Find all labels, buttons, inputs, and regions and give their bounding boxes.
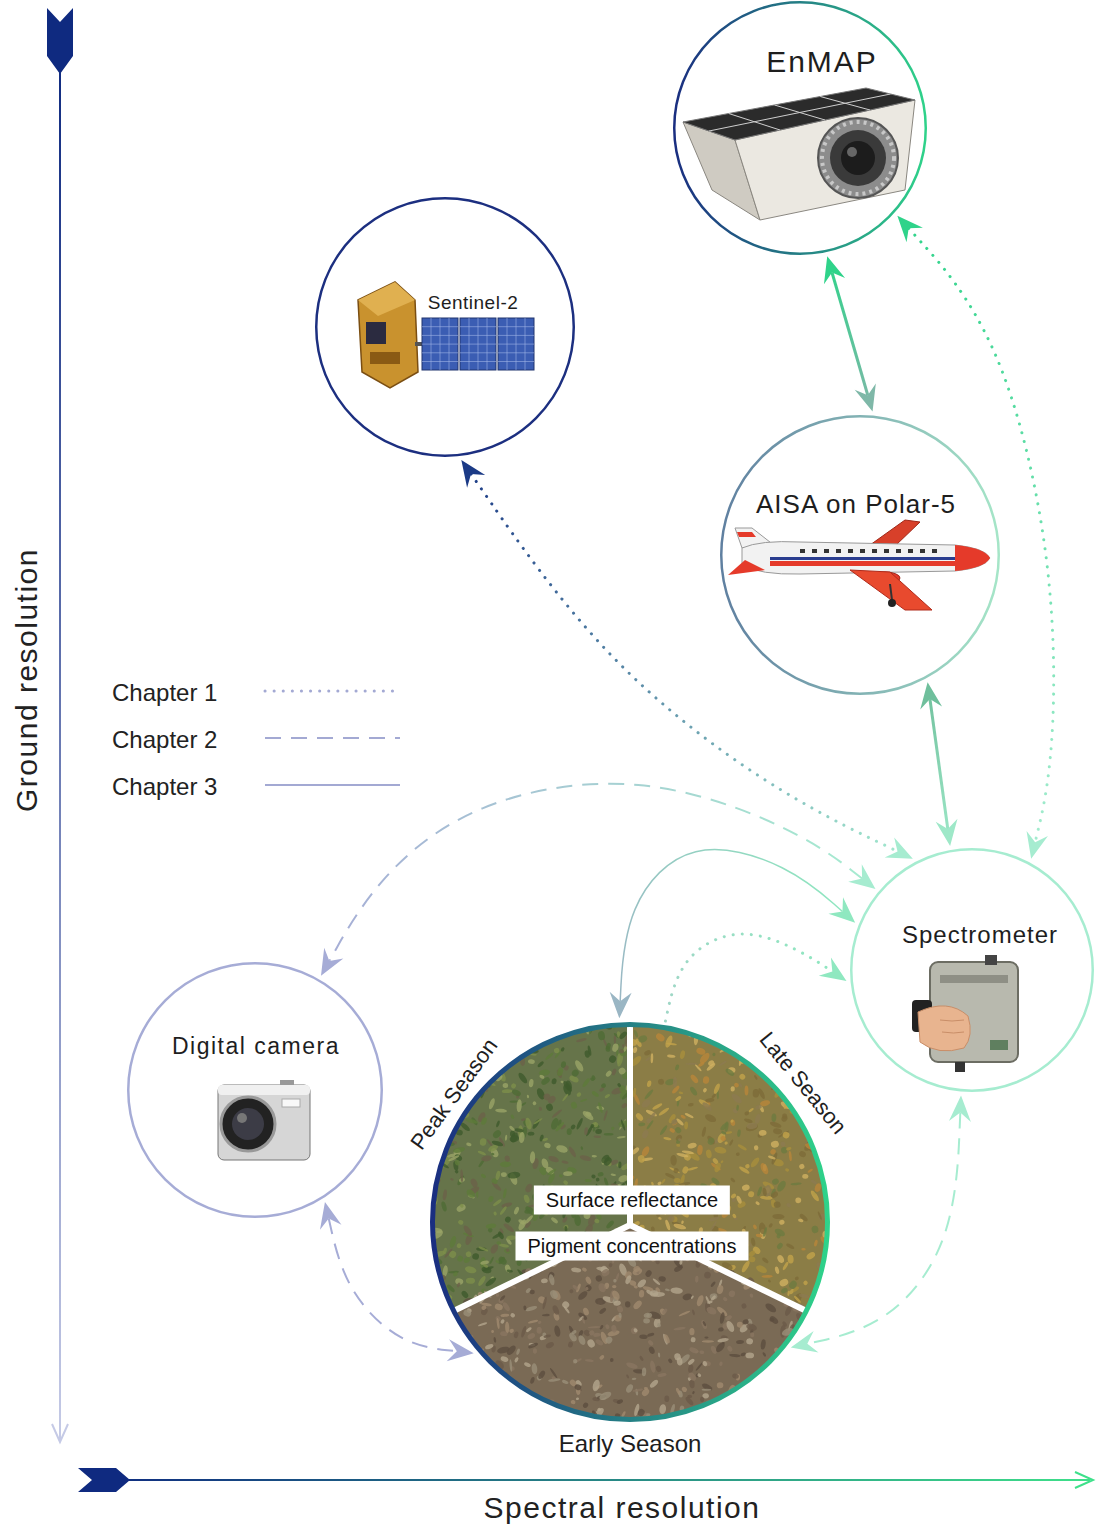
arrowhead	[949, 1096, 971, 1122]
axis-label: Ground resolution	[10, 548, 45, 812]
node-title: Spectrometer	[902, 921, 1058, 949]
node-title: AISA on Polar-5	[756, 490, 956, 520]
connector	[321, 784, 875, 976]
horizontal-axis	[95, 1479, 1090, 1481]
legend-label: Chapter 1	[112, 679, 217, 707]
connector	[610, 850, 856, 1019]
connector	[824, 256, 876, 411]
site-photo	[424, 1017, 832, 1425]
vertical-axis	[59, 50, 61, 1440]
node-outline	[720, 415, 1000, 695]
result-box: Surface reflectance	[534, 1186, 730, 1215]
connector-line	[665, 934, 832, 1021]
instrument-node: Spectrometer	[850, 848, 1094, 1092]
arrowhead	[819, 957, 847, 981]
node-title: Digital camera	[172, 1033, 340, 1059]
connector	[920, 682, 957, 846]
axis-chevron	[78, 1468, 130, 1492]
arrowhead	[610, 992, 632, 1019]
season-label: Early Season	[559, 1430, 702, 1458]
legend-sample	[265, 690, 400, 693]
arrowhead	[885, 838, 913, 859]
legend-sample	[265, 784, 400, 786]
arrowhead	[824, 256, 845, 284]
arrowhead	[920, 682, 942, 709]
node-outline	[850, 848, 1094, 1092]
node-title: Sentinel-2	[428, 292, 519, 314]
camera-node: Digital camera	[127, 962, 383, 1218]
connector-line	[329, 784, 862, 961]
arrowhead	[855, 384, 876, 412]
node-outline	[430, 1022, 830, 1422]
node-outline	[127, 962, 383, 1218]
node-outline	[673, 1, 927, 255]
satellite-node: Sentinel-2	[315, 197, 575, 457]
study-site-node: Peak SeasonLate SeasonEarly SeasonSurfac…	[430, 1022, 830, 1422]
arrowhead	[321, 948, 343, 976]
result-label: Pigment concentrations	[527, 1235, 736, 1258]
axis-arrowhead	[52, 1424, 68, 1442]
axis-chevron	[47, 8, 73, 74]
legend-sample	[265, 737, 400, 739]
connector-line	[620, 850, 842, 1002]
satellite-node: EnMAP	[673, 1, 927, 255]
arrowhead	[1027, 831, 1048, 859]
arrowhead	[936, 819, 958, 846]
arrowhead	[897, 216, 923, 243]
arrowhead	[461, 460, 485, 488]
arrowhead	[447, 1339, 474, 1361]
arrowhead	[320, 1202, 341, 1230]
connector-line	[807, 1113, 960, 1344]
aircraft-node: AISA on Polar-5	[720, 415, 1000, 695]
node-outline	[315, 197, 575, 457]
result-box: Pigment concentrations	[515, 1232, 748, 1261]
connector-line	[930, 699, 948, 829]
arrowhead	[848, 864, 875, 889]
connector	[665, 934, 846, 1021]
legend-label: Chapter 3	[112, 773, 217, 801]
result-label: Surface reflectance	[546, 1189, 718, 1212]
legend-label: Chapter 2	[112, 726, 217, 754]
axis-label: Spectral resolution	[484, 1491, 761, 1526]
arrowhead	[828, 897, 855, 922]
node-title: EnMAP	[766, 45, 878, 80]
axis-arrowhead	[1075, 1472, 1093, 1488]
connector-line	[832, 272, 868, 395]
